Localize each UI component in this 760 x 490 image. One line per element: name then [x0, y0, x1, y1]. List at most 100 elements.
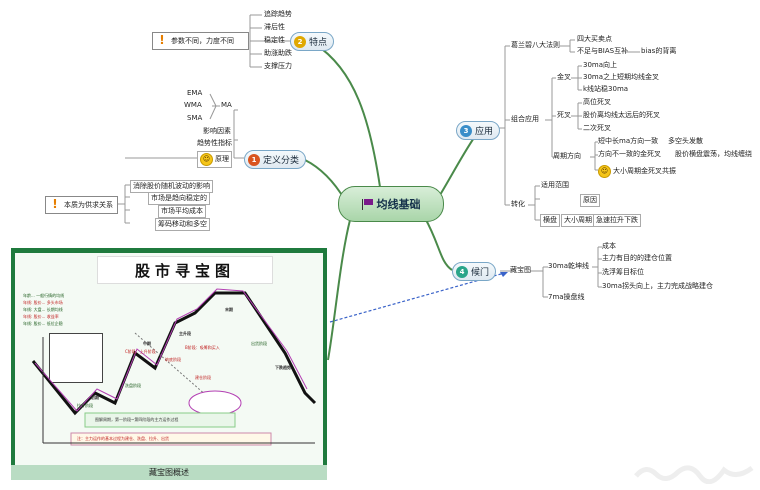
principle-item[interactable]: 市场是趋向稳定的	[148, 192, 210, 205]
golden-cross[interactable]: 金叉	[557, 73, 571, 81]
death-item[interactable]: 股价离均线太远后的死叉	[583, 111, 660, 119]
link-center-gate	[424, 217, 453, 271]
poster-label: 主升段	[179, 331, 191, 336]
ma30-item[interactable]: 成本	[602, 242, 616, 250]
relation-line	[329, 271, 509, 323]
death-item[interactable]: 二次死叉	[583, 124, 611, 132]
poster-side-note: 年线: 股价... 低位企稳	[23, 321, 63, 326]
features-note[interactable]: 参数不同，力度不同	[152, 32, 249, 50]
poster-side-note: 年线: 大盘... 长期均线	[23, 307, 63, 312]
golden-item[interactable]: 30ma之上短期均线金叉	[583, 73, 660, 81]
poster-label: 下跌趋势	[275, 365, 291, 370]
poster-label: 建仓阶段	[195, 375, 211, 380]
golden-item[interactable]: 30ma向上	[583, 61, 618, 69]
poster-label: 初期	[91, 395, 99, 400]
principle-item[interactable]: 筹码移动和多空	[155, 218, 210, 231]
flag-icon	[361, 198, 373, 210]
reason-item[interactable]: 大小周期	[561, 214, 595, 227]
features-item[interactable]: 追踪趋势	[264, 10, 292, 18]
poster-label: 洗盘阶段	[125, 383, 141, 388]
poster-label: B阶段：吸筹和买入	[185, 345, 220, 350]
features-item[interactable]: 稳定性	[264, 36, 285, 44]
definition-factor[interactable]: 影响因素	[203, 127, 231, 135]
poster-curve	[31, 288, 317, 446]
topic-gate-label: 候门	[471, 268, 490, 278]
period-direction[interactable]: 周期方向	[553, 152, 581, 160]
definition-note-text: 本质为供求关系	[64, 201, 113, 209]
death-cross[interactable]: 死叉	[557, 111, 571, 119]
treasure-map-canvas: 股市寻宝图 年龄... 一般行情的均线 年线: 股价... 多头市场 年线: 大…	[15, 253, 323, 465]
big-small-label: 大小周期金死叉共振	[613, 167, 676, 175]
features-item[interactable]: 支撑压力	[264, 62, 292, 70]
period-item[interactable]: 方向不一致的金死叉	[598, 150, 661, 158]
period-item[interactable]: 短中长ma方向一致	[598, 137, 659, 145]
topic-definition[interactable]: 1 定义分类	[244, 150, 307, 169]
combo-application[interactable]: 组合应用	[511, 115, 539, 123]
topic-features[interactable]: 2 特点	[290, 32, 335, 51]
principle-item[interactable]: 市场平均成本	[158, 205, 206, 218]
granville-item[interactable]: 不足与BIAS互补	[577, 47, 629, 55]
number-3-icon: 3	[460, 124, 472, 137]
poster-label: C阶段：上升阶段	[125, 349, 156, 354]
reason-item[interactable]: 横盘	[540, 214, 560, 227]
ma-type[interactable]: EMA	[187, 89, 203, 97]
poster-label: 拉升阶段	[77, 403, 93, 408]
warning-icon: !	[159, 33, 165, 47]
ma30-item[interactable]: 洗浮筹目标位	[602, 268, 644, 276]
central-topic[interactable]: 均线基础	[338, 186, 444, 222]
golden-item[interactable]: k线站稳30ma	[583, 85, 629, 93]
consolidation[interactable]: 股价横盘震荡，均线缠绕	[675, 150, 752, 158]
big-small-resonance[interactable]: ☺大小周期金死叉共振	[598, 165, 676, 178]
poster-bottom-text: 图解周期，第一阶段~第四阶段的主力运作过程	[95, 417, 179, 422]
features-item[interactable]: 滞后性	[264, 23, 285, 31]
central-topic-label: 均线基础	[376, 198, 421, 211]
ma30-item[interactable]: 主力有目的的建仓位置	[602, 254, 672, 262]
granville-item[interactable]: 四大买卖点	[577, 35, 612, 43]
smiley-icon: ☺	[200, 153, 213, 166]
smiley-icon: ☺	[598, 165, 611, 178]
features-item[interactable]: 助涨助跌	[264, 49, 292, 57]
transformation[interactable]: 转化	[511, 200, 525, 208]
poster-label: 末期	[225, 307, 233, 312]
principle-node[interactable]: ☺原理	[197, 151, 232, 168]
poster-label: 中期	[143, 341, 151, 346]
poster-legend-box	[49, 333, 103, 383]
definition-factor[interactable]: 趋势性指标	[197, 139, 232, 147]
principle-label: 原理	[215, 155, 229, 163]
link-center-poster	[327, 219, 351, 361]
definition-note[interactable]: 本质为供求关系	[45, 196, 118, 214]
topic-application-label: 应用	[475, 127, 494, 137]
warning-icon: !	[52, 197, 58, 211]
ma-type[interactable]: SMA	[187, 114, 203, 122]
topic-gate[interactable]: 4 候门	[452, 262, 497, 281]
treasure-map-image[interactable]: 股市寻宝图 年龄... 一般行情的均线 年线: 股价... 多头市场 年线: 大…	[11, 248, 327, 480]
ma7-line[interactable]: 7ma操盘线	[548, 293, 585, 301]
link-center-features	[314, 43, 381, 188]
ma30-item[interactable]: 30ma拐头向上，主力完成战略建仓	[602, 282, 714, 290]
ma30-line[interactable]: 30ma乾坤线	[548, 262, 590, 270]
number-1-icon: 1	[248, 153, 260, 166]
long-short-divergence[interactable]: 多空头发散	[668, 137, 703, 145]
topic-features-label: 特点	[309, 38, 328, 48]
topic-definition-label: 定义分类	[263, 156, 300, 166]
link-center-application	[439, 131, 479, 196]
reason-item[interactable]: 急速拉升下跌	[593, 214, 641, 227]
ma-label[interactable]: MA	[221, 101, 232, 109]
applicable-range[interactable]: 适用范围	[541, 181, 569, 189]
ma-type[interactable]: WMA	[184, 101, 202, 109]
death-item[interactable]: 高位死叉	[583, 98, 611, 106]
reason-node[interactable]: 原因	[580, 194, 600, 207]
poster-footer: 注：主力运作的基本过程为建仓、洗盘、拉升、出货	[77, 436, 169, 441]
topic-application[interactable]: 3 应用	[456, 121, 501, 140]
poster-label: 筑底阶段	[165, 357, 181, 362]
granville-rules[interactable]: 葛兰碧八大法则	[511, 41, 560, 49]
poster-side-note: 年线: 股价... 多头市场	[23, 300, 63, 305]
treasure-map-node[interactable]: 藏宝图	[510, 266, 531, 274]
poster-label: 出货阶段	[251, 341, 267, 346]
bias-divergence[interactable]: bias的背离	[641, 47, 677, 55]
decorative-scribble	[634, 465, 754, 484]
poster-side-note: 年线: 股价... 收益率	[23, 314, 59, 319]
poster-side-note: 年龄... 一般行情的均线	[23, 293, 65, 298]
number-4-icon: 4	[456, 265, 468, 278]
number-2-icon: 2	[294, 35, 306, 48]
